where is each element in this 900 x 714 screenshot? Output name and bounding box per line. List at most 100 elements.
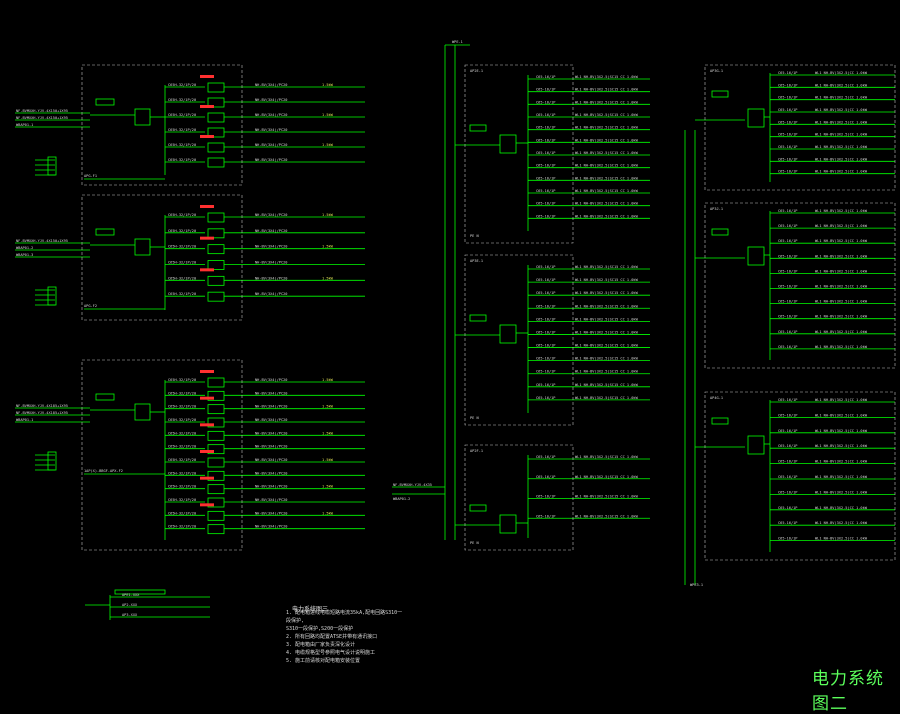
cable-label: WL1 NH-BV(3X2.5)CC 1.0kW [815, 315, 868, 319]
cable-label: WL1 NH-BV(3X2.5)SC15 CC 1.0kW [575, 383, 639, 387]
cable-label: NH-BV(3X4)/PC20 [255, 391, 287, 395]
incoming-label: NF-BVMXXH-YJV-4X150+1X95 [16, 239, 68, 243]
cable-label: WL1 NH-BV(3X2.5)CC 1.0kW [815, 413, 868, 417]
cable-label: WL1 NH-BV(3X2.5)CC 1.0kW [815, 170, 868, 174]
load-label: 1.5kW [322, 213, 334, 217]
cable-label: WL1 NH-BV(3X2.5)CC 1.0kW [815, 83, 868, 87]
cable-label: NH-BV(3X4)/PC20 [255, 405, 287, 409]
red-tag [200, 236, 214, 240]
cable-label: NH-BV(3X4)/PC20 [255, 261, 287, 265]
cable-label: WL1 NH-BV(3X2.5)SC15 CC 1.0kW [575, 214, 639, 218]
contactor [207, 404, 225, 415]
legend-header [114, 589, 166, 595]
breaker-label: C65-16/1P [778, 537, 797, 541]
breaker-label: C65-16/1P [778, 490, 797, 494]
breaker-label: C65-16/1P [536, 88, 555, 92]
cable-label: WL1 NH-BV(3X2.5)CC 1.0kW [815, 120, 868, 124]
contactor [207, 157, 225, 168]
breaker-label: C65-16/1P [536, 126, 555, 130]
red-tag [200, 105, 214, 108]
cable-label: WL1 NH-BV(3X2.5)CC 1.0kW [815, 490, 868, 494]
breaker-label: C65-16/1P [536, 189, 555, 193]
breaker-label: C65-16/1P [536, 396, 555, 400]
cable-label: WL1 NH-BV(3X2.5)CC 1.0kW [815, 157, 868, 161]
legend-row-label: AP3-XXX [122, 613, 138, 617]
cable-label: NH-BV(3X4)/PC20 [255, 445, 287, 449]
breaker-label: C65H-32/1P/20 [168, 431, 196, 435]
cable-label: WL1 NH-BV(3X2.5)SC15 CC 1.0kW [575, 75, 639, 79]
cable-label: WL1 NH-BV(3X2.5)SC15 CC 1.0kW [575, 475, 639, 479]
incoming-label: NF-BVMXXH-YJV-4X185+1X95 [16, 411, 68, 415]
breaker-label: C65-16/1P [778, 145, 797, 149]
notes-title: 电力系统图三 [292, 606, 329, 613]
breaker-label: C65H-32/1P/20 [168, 261, 196, 265]
breaker-label: C65-16/1P [778, 96, 797, 100]
breaker-label: C65H-32/1P/20 [168, 98, 196, 102]
incoming-label: WBAP01-2 [16, 246, 33, 250]
cable-label: WL1 NH-BV(3X2.5)SC15 CC 1.0kW [575, 113, 639, 117]
cable-label: NH-BV(3X4)/PC20 [255, 213, 287, 217]
contactor [207, 142, 225, 153]
breaker-label: C65-16/1P [536, 151, 555, 155]
cable-label: WL1 NH-BV(3X2.5)CC 1.0kW [815, 209, 868, 213]
notes-block: 1. 配电箱进线电缆短路电流35kA,配电回路S310一段保护, S310一段保… [286, 600, 406, 665]
red-tag [200, 423, 214, 427]
red-tag [200, 268, 214, 272]
main-breaker [499, 514, 517, 534]
contactor [207, 510, 225, 521]
cable-label: NH-BV(3X4)/PC20 [255, 158, 287, 162]
load-label: 1.5kW [322, 511, 334, 515]
ground-label: PE N [470, 541, 479, 545]
breaker-label: C65H-32/1P/20 [168, 471, 196, 475]
panel-name: AP4G-1 [710, 396, 723, 400]
incoming-label: NF-BVMXXH-YJV-4X185+1X95 [16, 404, 68, 408]
cable-label: NH-BV(3X4)/PC20 [255, 418, 287, 422]
contactor [207, 470, 225, 481]
cable-label: WL1 NH-BV(3X2.5)SC15 CC 1.0kW [575, 396, 639, 400]
ground-label: PE N [470, 234, 479, 238]
cable-label: WL1 NH-BV(3X2.5)SC15 CC 1.0kW [575, 138, 639, 142]
load-label: 1.5kW [322, 113, 334, 117]
meter-box [711, 228, 729, 236]
contactor [207, 430, 225, 441]
breaker-label: C65-16/1P [778, 108, 797, 112]
incoming-label: WBAP01-1 [16, 418, 33, 422]
breaker-label: C65-16/1P [778, 315, 797, 319]
meter-box [469, 124, 487, 132]
load-label: 1.5kW [322, 143, 334, 147]
cable-label: WL1 NH-BV(3X2.5)SC15 CC 1.0kW [575, 291, 639, 295]
breaker-label: C65-16/1P [778, 521, 797, 525]
panel-name: 1AP(X)-BBGF-APX-F2 [84, 469, 123, 473]
breaker-label: C65-16/1P [536, 291, 555, 295]
breaker-label: C65-16/1P [778, 398, 797, 402]
contactor [207, 228, 225, 239]
cable-label: WL1 NH-BV(3X2.5)SC15 CC 1.0kW [575, 370, 639, 374]
cable-label: NH-BV(3X4)/PC20 [255, 485, 287, 489]
cable-label: WL1 NH-BV(3X2.5)CC 1.0kW [815, 71, 868, 75]
breaker-label: C65-16/1P [778, 120, 797, 124]
breaker-label: C65-16/1P [536, 495, 555, 499]
breaker-label: C65H-32/1P/20 [168, 445, 196, 449]
panel-frame [704, 202, 896, 369]
breaker-label: C65-16/1P [778, 170, 797, 174]
cable-label: WL1 NH-BV(3X2.5)CC 1.0kW [815, 444, 868, 448]
panel-frame [464, 254, 574, 426]
contactor [207, 212, 225, 223]
cable-label: WL1 NH-BV(3X2.5)CC 1.0kW [815, 429, 868, 433]
breaker-label: C65-16/1P [536, 265, 555, 269]
breaker-label: C65-16/1P [536, 202, 555, 206]
breaker-label: C65-16/1P [536, 113, 555, 117]
cable-label: WL1 NH-BV(3X2.5)CC 1.0kW [815, 330, 868, 334]
cable-label: WL1 NH-BV(3X2.5)CC 1.0kW [815, 133, 868, 137]
circuit-text: NF-BVMXXH-YJV-4X150+1X95NF-BVMXXH-YJV-4X… [16, 40, 868, 617]
cable-label: NH-BV(3X4)/PC20 [255, 471, 287, 475]
cable-label: NH-BV(3X4)/PC20 [255, 143, 287, 147]
meter-box [95, 98, 115, 106]
cable-label: NH-BV(3X4)/PC20 [255, 292, 287, 296]
note-line: 1. 配电箱进线电缆短路电流35kA,配电回路S310一段保护, [286, 610, 403, 624]
red-tag [200, 503, 214, 507]
load-label: 1.5kW [322, 458, 334, 462]
red-tag [200, 476, 214, 480]
main-breaker [134, 108, 151, 126]
breaker-label: C65-16/1P [778, 285, 797, 289]
